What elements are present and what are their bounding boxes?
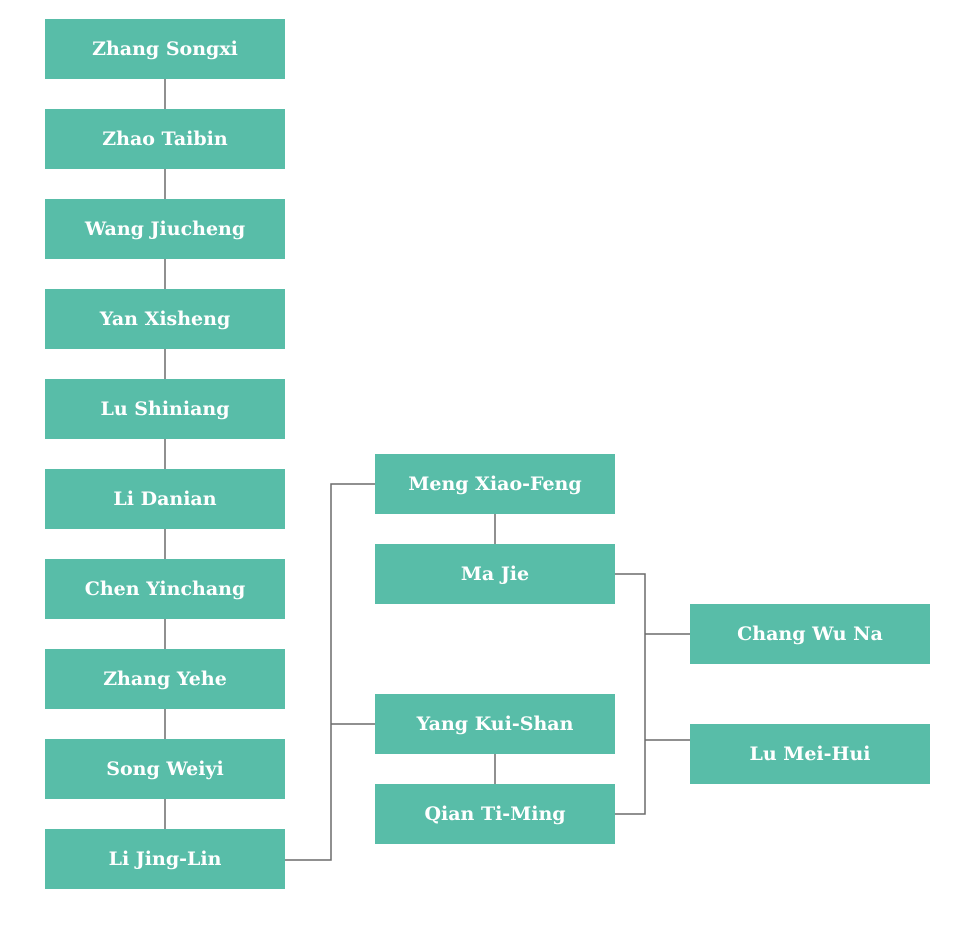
node-zhang-yehe: Zhang Yehe bbox=[45, 649, 285, 709]
connector-ma-jie-qian-ti-ming-bracket bbox=[615, 573, 646, 815]
node-song-weiyi: Song Weiyi bbox=[45, 739, 285, 799]
node-chen-yinchang: Chen Yinchang bbox=[45, 559, 285, 619]
node-zhang-songxi: Zhang Songxi bbox=[45, 19, 285, 79]
node-yan-xisheng: Yan Xisheng bbox=[45, 289, 285, 349]
node-lu-mei-hui: Lu Mei-Hui bbox=[690, 724, 930, 784]
node-yang-kui-shan: Yang Kui-Shan bbox=[375, 694, 615, 754]
node-li-danian: Li Danian bbox=[45, 469, 285, 529]
node-ma-jie: Ma Jie bbox=[375, 544, 615, 604]
node-li-jing-lin: Li Jing-Lin bbox=[45, 829, 285, 889]
node-chang-wu-na: Chang Wu Na bbox=[690, 604, 930, 664]
node-meng-xiao-feng: Meng Xiao-Feng bbox=[375, 454, 615, 514]
node-lu-shiniang: Lu Shiniang bbox=[45, 379, 285, 439]
node-zhao-taibin: Zhao Taibin bbox=[45, 109, 285, 169]
connector-li-jing-lin-branch bbox=[285, 483, 375, 861]
node-wang-jiucheng: Wang Jiucheng bbox=[45, 199, 285, 259]
node-qian-ti-ming: Qian Ti-Ming bbox=[375, 784, 615, 844]
